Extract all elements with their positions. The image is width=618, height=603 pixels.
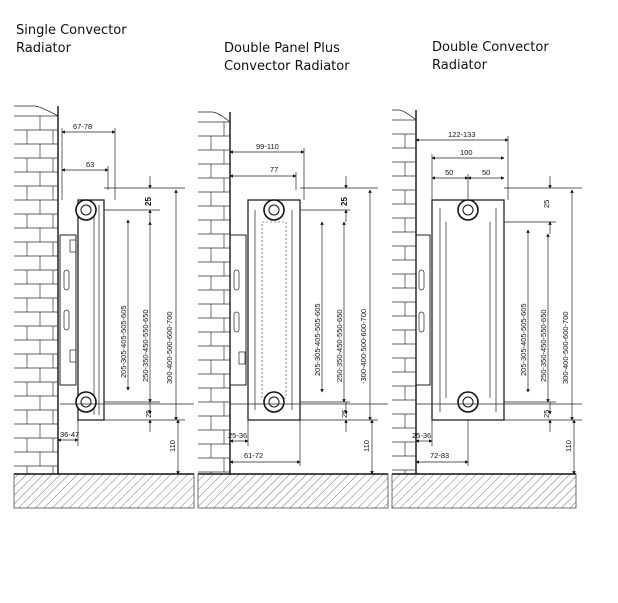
pipe-connection-bottom-inner [268,396,280,408]
dim-overall: 300-400-500-600-700 [561,311,570,384]
dim-bottom-gap: 25 [340,410,349,418]
radiator-panel [77,199,105,421]
dim-bottom-gap: 25 [542,410,551,418]
pipe-connection-top [457,199,479,221]
bracket-slot [63,269,70,291]
panel-double-convector: 122-133 100 50 50 25 205-305-405-505-605… [391,109,582,509]
wall-bracket [229,234,247,386]
bracket-clip [238,351,246,365]
pipe-connection-bottom [457,391,479,413]
floor-hatch [391,473,577,509]
dim-bottom-gap: 25 [144,410,153,418]
dim-centres: 205-305-405-505-605 [119,305,128,378]
title-double-panel-plus: Double Panel Plus Convector Radiator [224,40,350,76]
dim-heights: 250-350-450-550-650 [335,309,344,382]
bracket-slot [233,269,240,291]
dim-wall-gap: 25-36 [228,431,247,440]
floor-hatch [13,473,195,509]
bracket-slot [418,269,425,291]
pipe-connection-top-inner [462,204,474,216]
wall-cap [198,111,231,123]
dim-outer-width: 99-110 [256,142,279,151]
title-double-panel-plus-line1: Double Panel Plus [224,41,340,56]
dim-outer-width: 67-78 [73,122,92,131]
pipe-connection-bottom-inner [462,396,474,408]
brick-wall [198,111,231,474]
dim-top-gap: 25 [340,197,349,206]
radiator-panel [431,199,505,421]
title-single-convector: Single Convector Radiator [16,22,127,58]
panel-single-convector: 67-78 63 25 205-305-405-505-605 250-350-… [13,105,195,509]
dim-centres: 205-305-405-505-605 [519,303,528,376]
wall-cap [14,105,59,117]
title-double-convector-line1: Double Convector [432,40,549,55]
dim-outer-width: 122-133 [448,130,476,139]
pipe-connection-bottom [75,391,97,413]
dim-centres: 205-305-405-505-605 [313,303,322,376]
dim-heights: 250-350-450-550-650 [141,309,150,382]
dim-inner-width: 77 [270,165,278,174]
brick-wall [14,105,59,474]
dim-floor-gap: 110 [168,440,177,452]
bracket-slot [63,309,70,331]
convector-fins [261,221,287,399]
bracket-slot [418,311,425,333]
dim-heights: 250-350-450-550-650 [539,309,548,382]
panel-double-panel-plus-convector: 99-110 77 25 205-305-405-505-605 250-350… [197,111,389,509]
bracket-clip [69,349,77,363]
wall-cap [392,109,417,121]
pipe-connection-top [263,199,285,221]
wall-bracket [415,234,431,386]
title-double-convector-line2: Radiator [432,58,487,73]
dim-top-gap: 25 [144,197,153,206]
title-double-convector: Double Convector Radiator [432,39,549,75]
bracket-slot [233,311,240,333]
pipe-connection-top-inner [268,204,280,216]
dim-overall: -300-400-500-600-700 [359,309,368,384]
dim-top-gap: 25 [542,200,551,208]
floor-hatch [197,473,389,509]
title-double-panel-plus-line2: Convector Radiator [224,59,350,74]
dim-base-width: 61-72 [244,451,263,460]
pipe-connection-bottom [263,391,285,413]
pipe-connection-top-inner [80,204,92,216]
dim-inner-width: 63 [86,160,94,169]
title-single-convector-line1: Single Convector [16,23,127,38]
dim-half-left: 50 [445,168,453,177]
wall-bracket [59,234,77,386]
dim-wall-gap: 25-36 [412,431,431,440]
brick-wall [392,109,417,474]
dim-base-width: 72-83 [430,451,449,460]
pipe-connection-top [75,199,97,221]
dim-floor-gap: 110 [362,440,371,452]
bracket-clip [69,239,77,253]
title-single-convector-line2: Radiator [16,41,71,56]
dim-floor-gap: 110 [564,440,573,452]
dim-wall-gap: 36-47 [60,430,79,439]
dim-overall: 300-400-500-600-700 [165,311,174,384]
pipe-connection-bottom-inner [80,396,92,408]
dim-inner-width: 100 [460,148,473,157]
dim-half-right: 50 [482,168,490,177]
